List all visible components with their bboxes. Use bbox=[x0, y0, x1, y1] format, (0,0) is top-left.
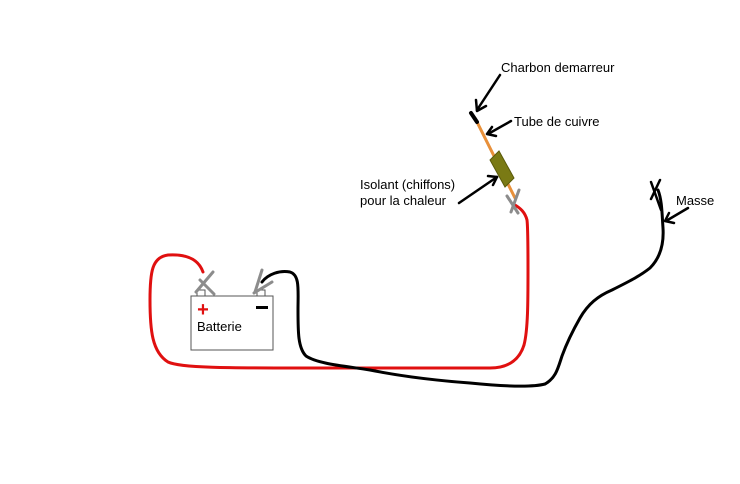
battery-minus-sign bbox=[256, 306, 268, 309]
arrow-tube bbox=[485, 119, 513, 138]
label-tube-de-cuivre: Tube de cuivre bbox=[514, 114, 600, 129]
battery-plus-sign: + bbox=[197, 299, 209, 321]
positive-clamp-icon bbox=[194, 270, 216, 296]
label-masse: Masse bbox=[676, 193, 714, 208]
battery-label: Batterie bbox=[197, 319, 242, 334]
label-isolant-line2: pour la chaleur bbox=[360, 193, 447, 208]
battery-box bbox=[190, 295, 274, 351]
arrow-masse bbox=[663, 206, 690, 225]
ground-wire bbox=[260, 188, 665, 388]
insulation-block bbox=[489, 150, 515, 188]
label-isolant-line1: Isolant (chiffons) bbox=[360, 177, 455, 192]
ground-point-cross-icon bbox=[649, 178, 663, 212]
arrow-charbon bbox=[474, 73, 502, 113]
label-charbon-demarreur: Charbon demarreur bbox=[501, 60, 615, 75]
carbon-electrode-tip bbox=[469, 111, 479, 124]
electrode-clamp-icon bbox=[505, 188, 521, 215]
negative-clamp-icon bbox=[252, 268, 274, 295]
positive-wire bbox=[148, 203, 530, 370]
arrow-isolant bbox=[457, 174, 499, 205]
